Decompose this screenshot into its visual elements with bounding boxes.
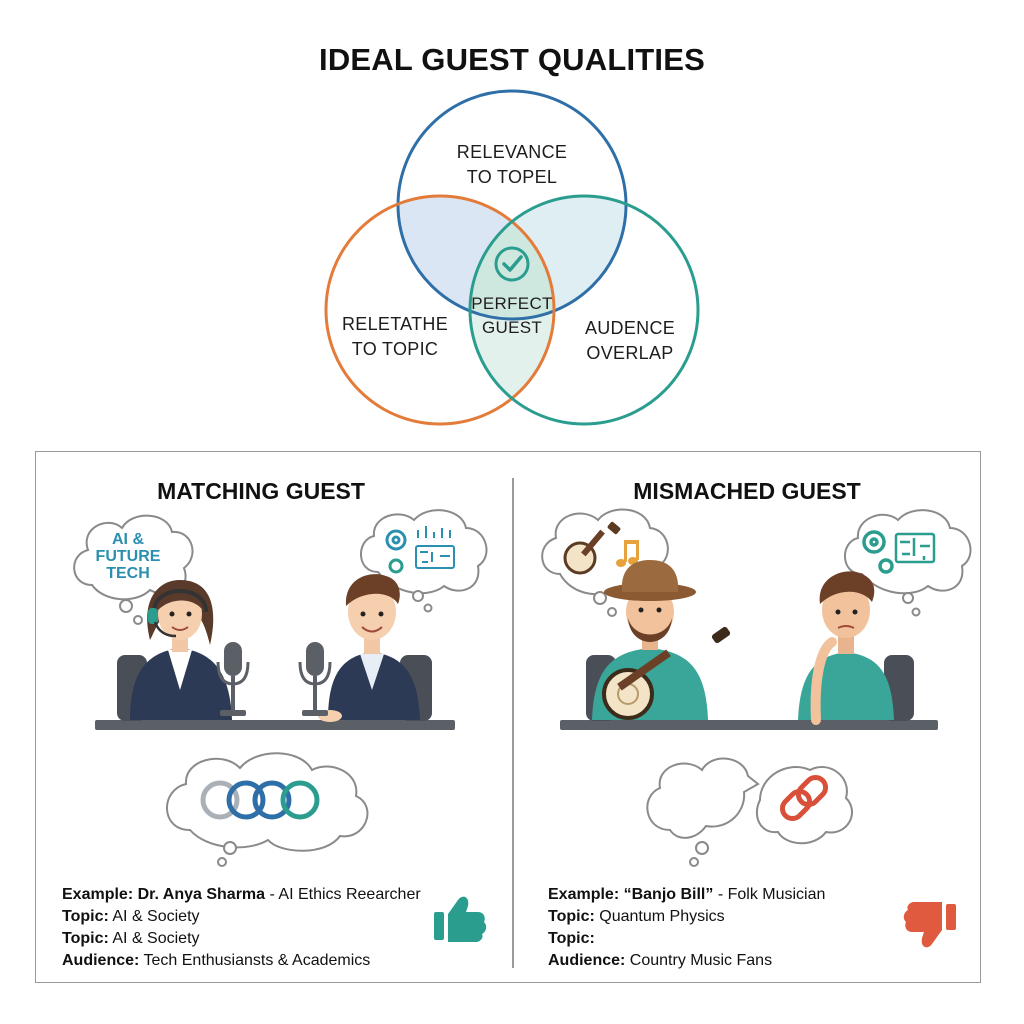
topic-line: Topic: AI & Society (62, 908, 200, 925)
circuit-board-icon (894, 532, 936, 564)
linked-rings-icon (200, 780, 320, 820)
broken-link-icon (779, 774, 829, 822)
venn-circle-left (324, 194, 556, 426)
shared-idea-cloud (166, 752, 369, 867)
example-line: Example: Dr. Anya Sharma - AI Ethics Ree… (62, 886, 421, 903)
topic-line-2: Topic: (548, 930, 595, 947)
venn-diagram (324, 89, 700, 426)
mismatched-guest-heading: MISMACHED GUEST (633, 478, 861, 504)
banjo-instrument (602, 626, 731, 720)
topic-line: Topic: Quantum Physics (548, 908, 725, 925)
gear-icon (862, 530, 894, 574)
banjo-icon (563, 521, 621, 575)
page-title: IDEAL GUEST QUALITIES (319, 42, 705, 77)
thought-cloud-ai (73, 514, 194, 625)
check-icon (494, 246, 530, 282)
microphone-icon (298, 642, 332, 716)
venn-circle-right (468, 194, 700, 426)
matching-guest-heading: MATCHING GUEST (157, 478, 365, 504)
mismatched-desk (560, 720, 938, 730)
confused-host (798, 571, 894, 725)
microphone-icon (216, 642, 250, 716)
panel-divider (512, 478, 514, 968)
thumbs-down-icon (903, 902, 956, 948)
overlap-center (470, 196, 554, 319)
disconnect-cloud (646, 757, 853, 867)
gear-icon (385, 529, 407, 574)
mismatched-guest-details: Example: “Banjo Bill” - Folk Musician To… (548, 884, 948, 972)
thumbs-up-icon (434, 896, 487, 942)
host-man (318, 574, 420, 722)
audience-line: Audience: Tech Enthusiansts & Academics (62, 952, 371, 969)
topic-line-2: Topic: AI & Society (62, 930, 200, 947)
circuit-board-icon (415, 526, 455, 569)
matching-guest-details: Example: Dr. Anya Sharma - AI Ethics Ree… (62, 884, 502, 972)
example-line: Example: “Banjo Bill” - Folk Musician (548, 886, 826, 903)
guest-woman (130, 580, 232, 720)
matching-desk (95, 720, 455, 730)
audience-line: Audience: Country Music Fans (548, 952, 773, 969)
